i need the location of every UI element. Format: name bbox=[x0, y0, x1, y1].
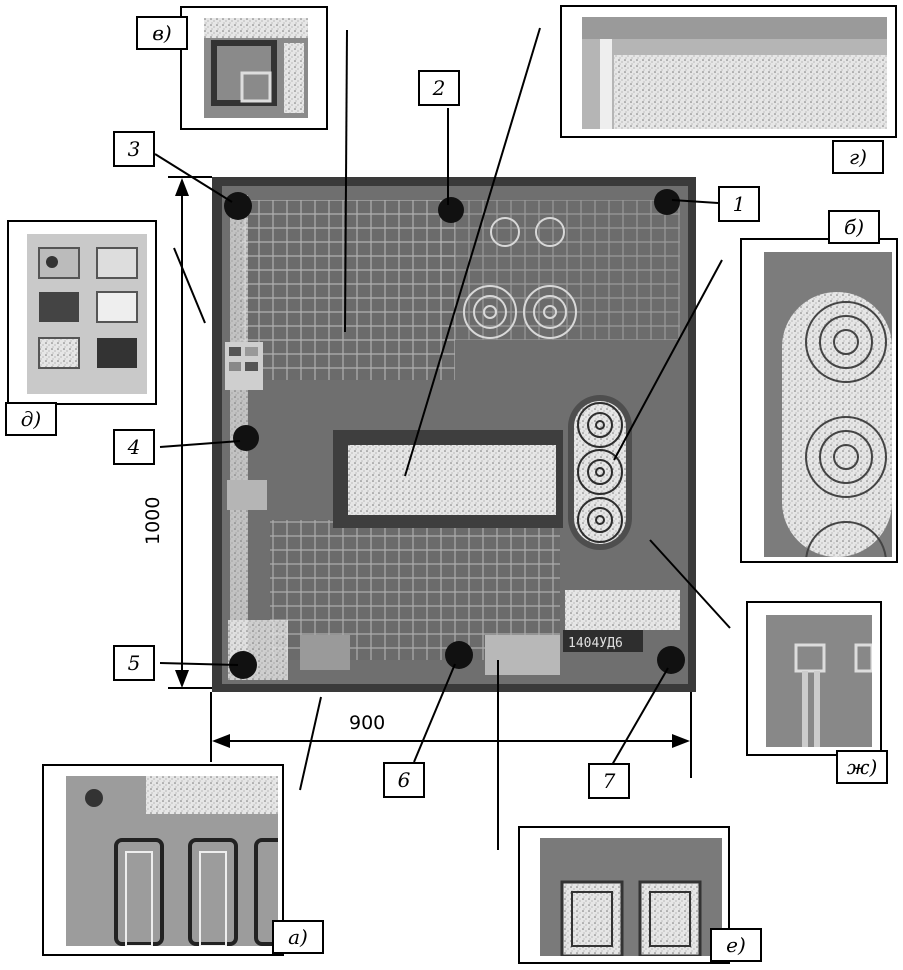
pad-label-7: 7 bbox=[588, 763, 630, 799]
pad-label-5: 5 bbox=[113, 645, 155, 681]
pad-label-1: 1 bbox=[718, 186, 760, 222]
inset-label-b: б) bbox=[828, 210, 880, 244]
inset-label-a: а) bbox=[272, 920, 324, 954]
inset-d-frame bbox=[7, 220, 157, 405]
dimension-arrows bbox=[175, 178, 690, 748]
inset-label-d: д) bbox=[5, 402, 57, 436]
inset-b-frame bbox=[740, 238, 898, 563]
inset-e-frame bbox=[518, 826, 730, 964]
inset-label-g: г) bbox=[832, 140, 884, 174]
pad-label-2: 2 bbox=[418, 70, 460, 106]
dimension-lines bbox=[168, 176, 692, 778]
inset-label-e: е) bbox=[710, 928, 762, 962]
inset-a-frame bbox=[42, 764, 284, 956]
dimension-height-label: 1000 bbox=[142, 496, 164, 545]
inset-g-frame bbox=[560, 5, 897, 138]
pad-label-4: 4 bbox=[113, 429, 155, 465]
inset-v-frame bbox=[180, 6, 328, 130]
dimension-width-label: 900 bbox=[349, 712, 386, 734]
pad-label-6: 6 bbox=[383, 762, 425, 798]
leader-lines bbox=[154, 27, 731, 850]
inset-zh-frame bbox=[746, 601, 882, 756]
die: 1404УД6 bbox=[212, 177, 696, 692]
pad-label-3: 3 bbox=[113, 131, 155, 167]
inset-label-zh: ж) bbox=[836, 750, 888, 784]
inset-label-v: в) bbox=[136, 16, 188, 50]
chip-marking: 1404УД6 bbox=[568, 636, 623, 651]
